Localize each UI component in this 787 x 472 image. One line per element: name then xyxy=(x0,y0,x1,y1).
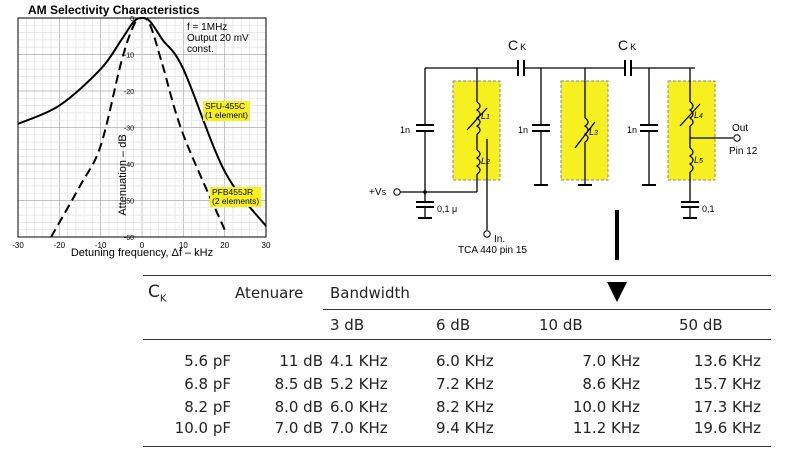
y-tick-label: -30 xyxy=(124,126,134,133)
cell-atenuare: 11 dB xyxy=(279,352,323,370)
cell-10db: 11.2 KHz xyxy=(572,418,640,437)
pfb-label: PFB455JR (2 elements) xyxy=(210,187,262,207)
table-row: 8.2 pF 8.0 dB 6.0 KHz 8.2 KHz 10.0 KHz 1… xyxy=(143,396,771,419)
coil-l2-label: L2 xyxy=(481,156,490,166)
out-terminal xyxy=(733,134,741,142)
cell-6db: 8.2 KHz xyxy=(436,398,494,416)
sfu-label-name: SFU-455C xyxy=(205,101,246,111)
coil-l4-label: L4 xyxy=(694,110,703,120)
pfb-label-name: PFB455JR xyxy=(212,187,254,197)
x-tick-label: -20 xyxy=(54,241,66,250)
cell-3db: 4.1 KHz xyxy=(330,352,388,370)
cell-3db: 5.2 KHz xyxy=(330,375,388,393)
y-tick-label: -40 xyxy=(124,162,134,169)
table-row: 6.8 pF 8.5 dB 5.2 KHz 7.2 KHz 8.6 KHz 15… xyxy=(143,373,771,396)
down-arrow-icon xyxy=(607,282,627,302)
vs-terminal xyxy=(393,188,401,196)
subheader-50db: 50 dB xyxy=(647,309,771,340)
subheader-3db: 3 dB xyxy=(323,309,426,340)
y-tick-label: -60 xyxy=(124,235,134,242)
x-tick-label: -30 xyxy=(12,241,24,250)
cell-50db: 15.7 KHz xyxy=(693,375,761,393)
header-ck: CK xyxy=(148,281,167,304)
coil-l3-label: L3 xyxy=(589,127,598,137)
x-axis-label: Detuning frequency, Δf – kHz xyxy=(71,247,213,259)
y-axis-label: Attenuation – dB xyxy=(117,134,129,215)
condition-frequency: f = 1MHz xyxy=(187,22,228,33)
sfu-label: SFU-455C (1 element) xyxy=(203,101,250,121)
subheader-6db: 6 dB xyxy=(426,309,529,340)
selectivity-chart: -30 -20 -10 0 10 20 30 0 -10 -20 -30 -40 -50 -60 Atte… xyxy=(12,16,271,259)
cap-01-label: 0,1 xyxy=(702,204,715,214)
table-subheader-row: 3 dB 6 dB 10 dB 50 dB xyxy=(143,309,771,340)
cell-50db: 19.6 KHz xyxy=(693,418,761,437)
subheader-10db: 10 dB xyxy=(529,309,647,340)
cell-50db: 17.3 KHz xyxy=(693,398,761,416)
chart-conditions: f = 1MHz Output 20 mV const. xyxy=(187,22,249,55)
cell-atenuare: 7.0 dB xyxy=(274,418,323,437)
out-label: Out xyxy=(732,123,748,134)
cap-1n-middle: 1n xyxy=(518,125,528,135)
cell-10db: 7.0 KHz xyxy=(582,352,640,370)
table-header-row: CK Atenuare Bandwidth xyxy=(143,275,771,310)
cell-10db: 8.6 KHz xyxy=(582,375,640,393)
cell-3db: 7.0 KHz xyxy=(330,418,388,437)
header-bandwidth: Bandwidth xyxy=(330,283,410,302)
cell-6db: 6.0 KHz xyxy=(436,352,494,370)
chart-grid xyxy=(17,17,267,238)
cell-ck: 10.0 pF xyxy=(174,418,231,437)
cell-ck: 8.2 pF xyxy=(184,398,231,416)
x-tick-label: 10 xyxy=(179,241,188,250)
in-pin-label: TCA 440 pin 15 xyxy=(458,245,527,256)
in-terminal xyxy=(483,230,491,238)
chart-title: AM Selectivity Characteristics xyxy=(28,3,200,17)
y-tick-label: 0 xyxy=(130,16,134,23)
sfu-label-elements: (1 element) xyxy=(205,110,248,120)
table-row: 5.6 pF 11 dB 4.1 KHz 6.0 KHz 7.0 KHz 13.… xyxy=(143,350,771,373)
x-tick-label: 0 xyxy=(140,241,145,250)
cap-1n-right: 1n xyxy=(627,125,637,135)
vs-label: +VS xyxy=(369,187,387,198)
coil-l1-label: L1 xyxy=(481,111,490,121)
pfb-label-elements: (2 elements) xyxy=(212,196,260,206)
coil-l5-label: L5 xyxy=(694,155,703,165)
header-atenuare: Atenuare xyxy=(235,283,304,302)
bandwidth-table: CK Atenuare Bandwidth 3 dB 6 dB 10 dB 50… xyxy=(143,275,771,447)
out-pin-label: Pin 12 xyxy=(729,146,758,157)
cell-ck: 6.8 pF xyxy=(184,375,231,393)
cell-atenuare: 8.5 dB xyxy=(274,375,323,393)
x-tick-label: 30 xyxy=(262,241,271,250)
cell-6db: 9.4 KHz xyxy=(436,418,494,437)
y-tick-label: -10 xyxy=(124,53,134,60)
pfb455jr-curve xyxy=(50,16,226,238)
cell-10db: 10.0 KHz xyxy=(572,398,640,416)
cell-3db: 6.0 KHz xyxy=(330,398,388,416)
cap-01u-label: 0,1 μ xyxy=(437,204,457,214)
y-tick-label: -20 xyxy=(124,89,134,96)
x-tick-label: -10 xyxy=(95,241,107,250)
condition-output: Output 20 mV xyxy=(187,33,249,44)
cell-6db: 7.2 KHz xyxy=(436,375,494,393)
y-tick-label: -50 xyxy=(124,199,134,206)
table-row: 10.0 pF 7.0 dB 7.0 KHz 9.4 KHz 11.2 KHz … xyxy=(143,419,771,447)
cell-ck: 5.6 pF xyxy=(184,352,231,370)
cap-1n-left: 1n xyxy=(400,125,410,135)
x-tick-label: 20 xyxy=(220,241,229,250)
cell-atenuare: 8.0 dB xyxy=(274,398,323,416)
condition-const: const. xyxy=(187,44,214,55)
in-label: In. xyxy=(494,234,505,245)
cell-50db: 13.6 KHz xyxy=(693,352,761,370)
